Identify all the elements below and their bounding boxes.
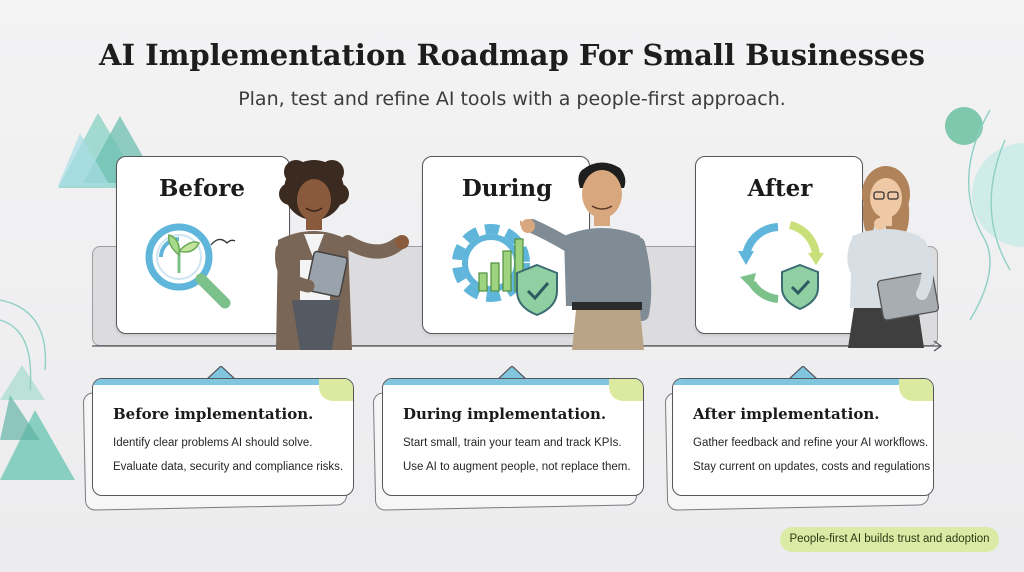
info-card-notch-after — [788, 366, 818, 380]
phase-title-during: During — [461, 175, 553, 202]
decor-triangles-bottom-left — [0, 365, 75, 480]
phase-card-after: After — [695, 156, 863, 334]
info-card-accent-bar — [93, 379, 353, 385]
timeline-arrow-icon — [92, 340, 943, 352]
presenter-woman-laptop — [847, 166, 940, 348]
phase-title-after: After — [747, 175, 813, 202]
page-title: AI Implementation Roadmap For Small Busi… — [98, 38, 926, 72]
info-card-line: Gather feedback and refine your AI workf… — [693, 437, 929, 449]
info-card-accent-bar — [673, 379, 933, 385]
phase-card-before: Before — [116, 156, 290, 334]
presenter-man-pointing — [520, 162, 652, 350]
info-card-line: Stay current on updates, costs and regul… — [693, 461, 931, 473]
info-card-heading: Before implementation. — [113, 405, 314, 423]
magnifier-seedling-icon — [145, 223, 236, 309]
decor-circles-right — [945, 107, 1024, 321]
info-card-heading: During implementation. — [403, 405, 607, 423]
info-card-after: After implementation. Gather feedback an… — [672, 378, 934, 496]
decor-lines-left — [0, 299, 47, 391]
footer-badge: People-first AI builds trust and adoptio… — [780, 527, 999, 552]
gear-growth-chart-shield-icon — [452, 224, 558, 317]
info-card-accent-bar — [383, 379, 643, 385]
info-card-line: Use AI to augment people, not replace th… — [403, 461, 631, 473]
phase-card-during: During — [422, 156, 590, 334]
info-card-corner-tab — [899, 379, 933, 401]
info-card-line: Evaluate data, security and compliance r… — [113, 461, 344, 473]
phase-title-before: Before — [158, 175, 246, 202]
info-card-notch-before — [206, 366, 236, 380]
info-card-line: Start small, train your team and track K… — [403, 437, 622, 449]
page-subtitle: Plan, test and refine AI tools with a pe… — [238, 88, 786, 110]
info-card-before: Before implementation. Identify clear pr… — [92, 378, 354, 496]
info-card-corner-tab — [609, 379, 643, 401]
refresh-cycle-shield-icon — [738, 221, 824, 311]
info-card-corner-tab — [319, 379, 353, 401]
info-card-during: During implementation. Start small, trai… — [382, 378, 644, 496]
info-card-heading: After implementation. — [693, 405, 880, 423]
info-card-notch-during — [497, 366, 527, 380]
info-card-line: Identify clear problems AI should solve. — [113, 437, 313, 449]
presenter-woman-tablet — [275, 160, 409, 350]
